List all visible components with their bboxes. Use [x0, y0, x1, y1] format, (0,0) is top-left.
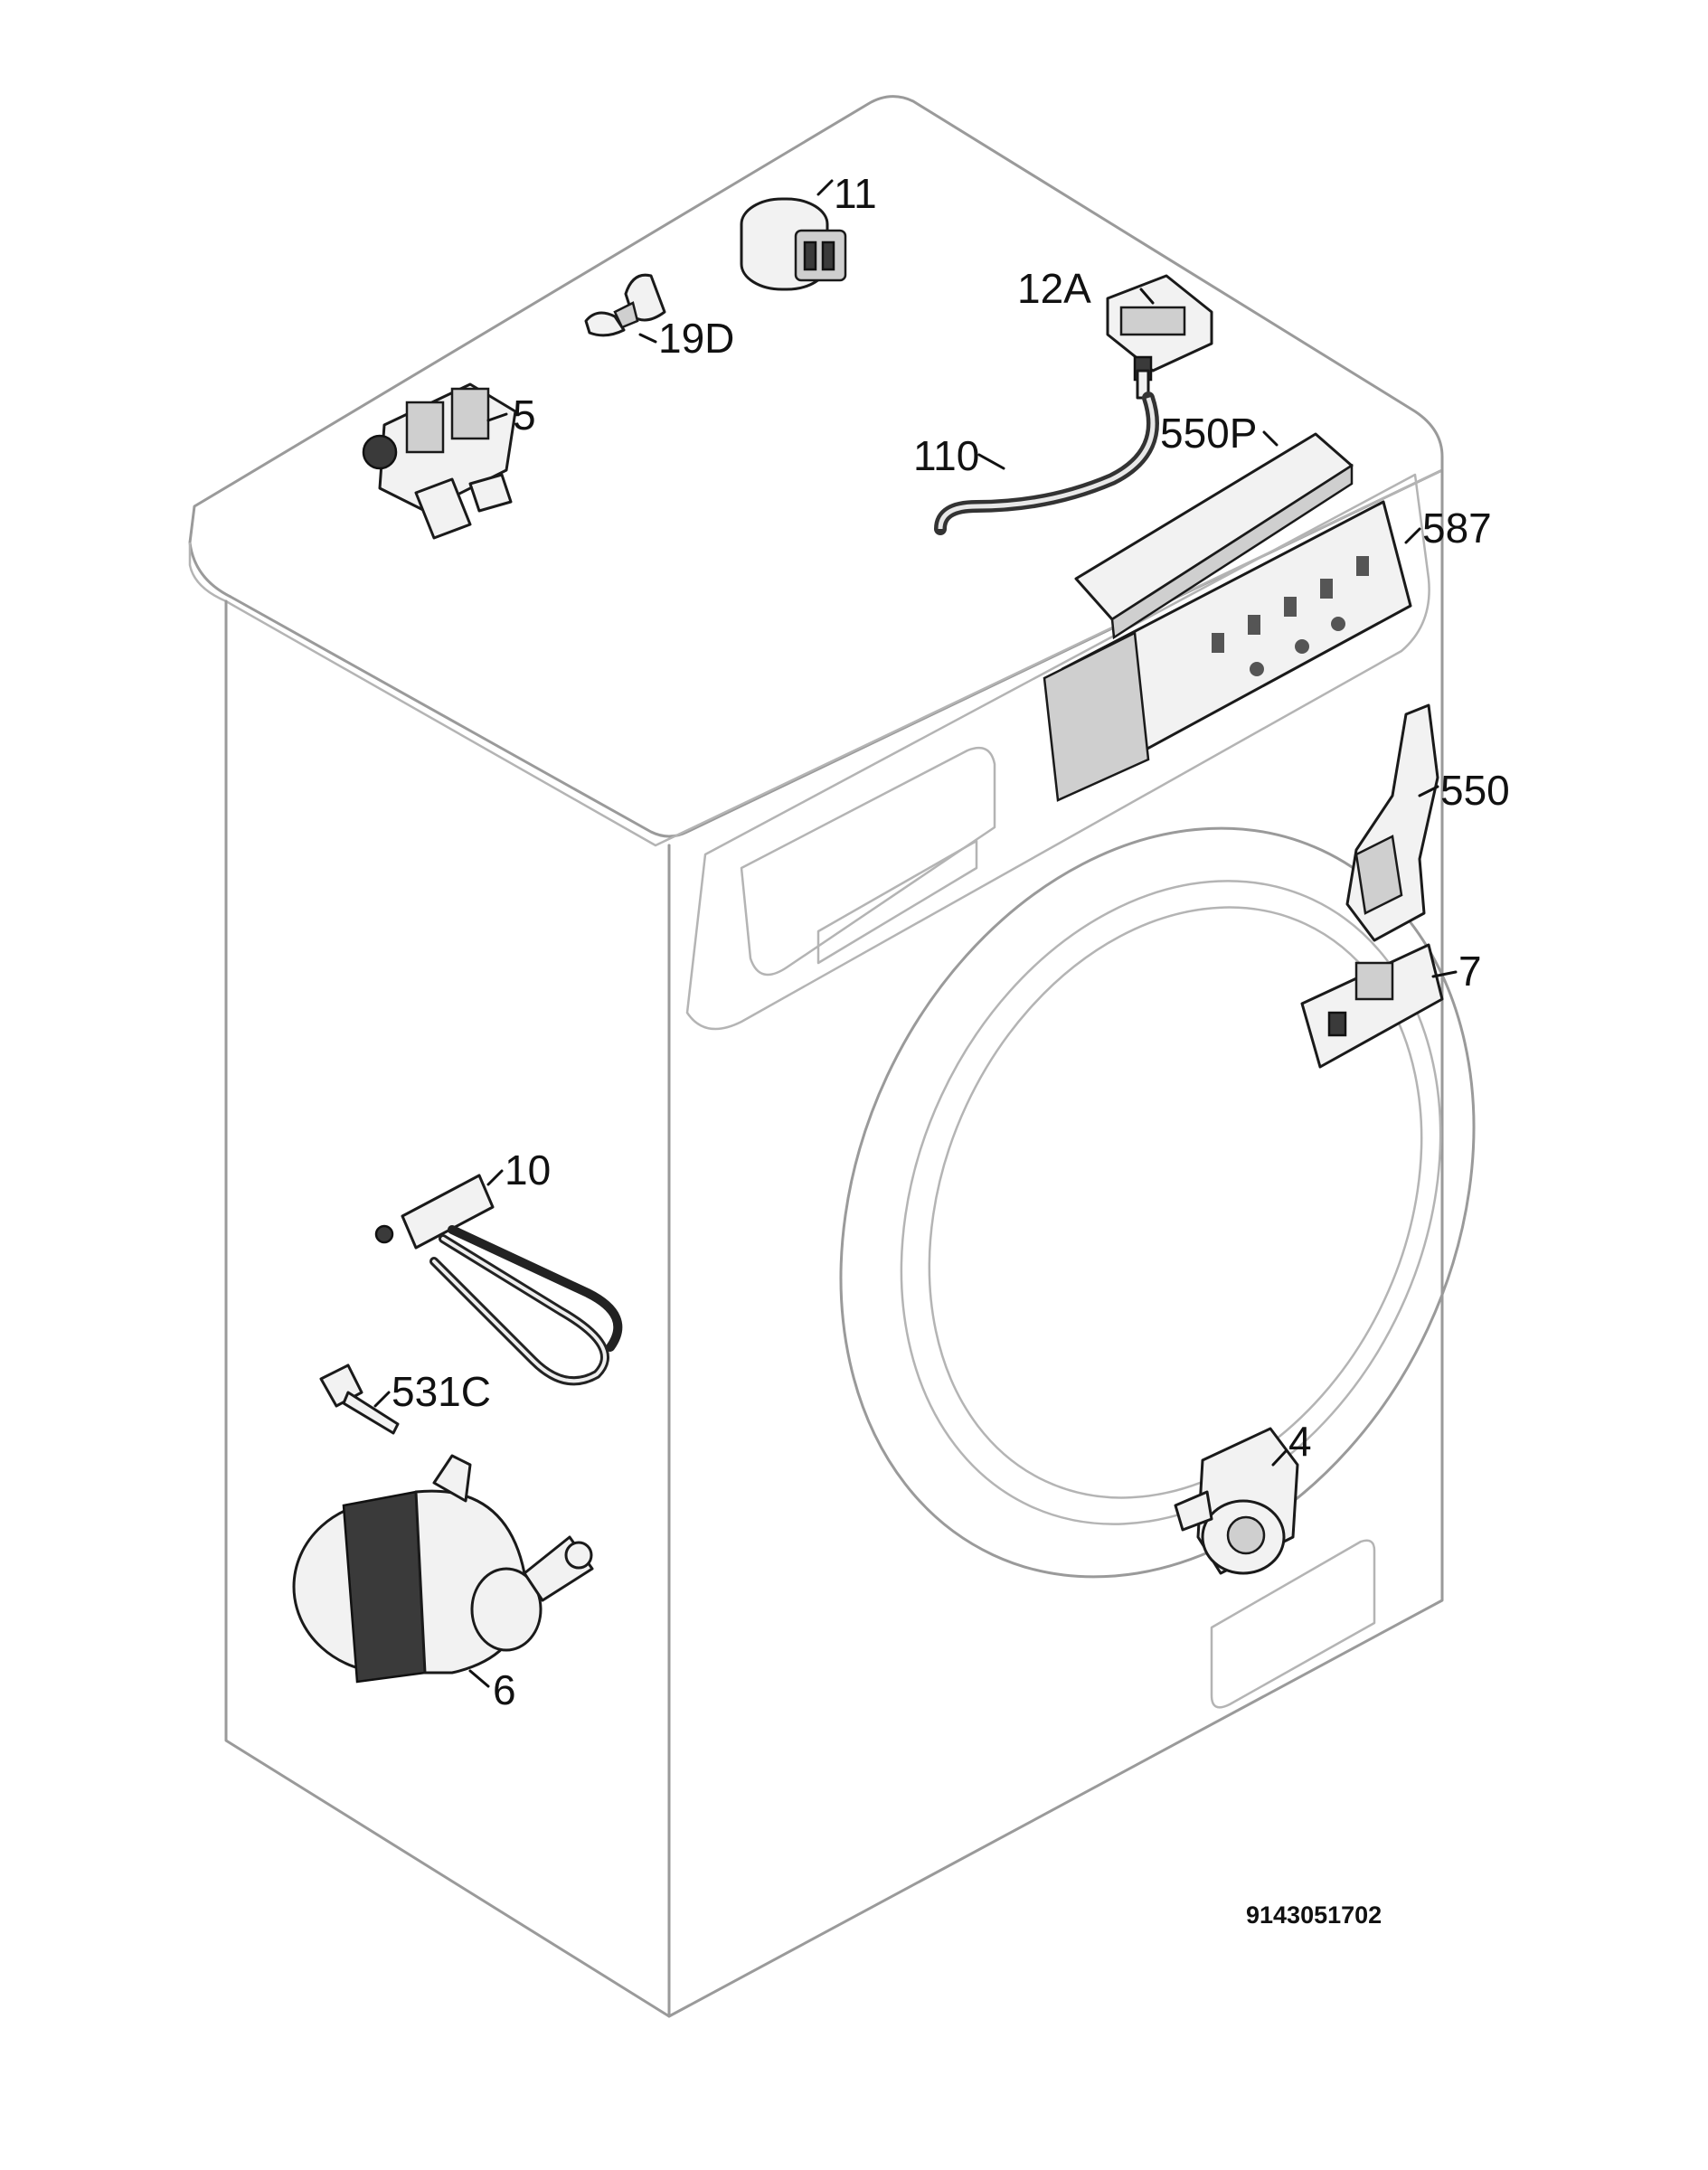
part-10-heater — [374, 1174, 623, 1386]
leader-10 — [486, 1169, 504, 1186]
callout-labels: 11 12A 19D 5 110 550P 587 550 7 10 531C … — [392, 170, 1510, 1713]
callout-6: 4 — [1288, 1418, 1312, 1465]
leader-550 — [1418, 785, 1439, 797]
detergent-drawer — [740, 746, 996, 976]
door-glass — [900, 880, 1442, 1525]
callout-19d: 19D — [658, 315, 734, 362]
callout-5: 5 — [513, 392, 536, 439]
part-550p-cover — [1074, 432, 1354, 640]
leader-6 — [1271, 1449, 1288, 1467]
callout-7: 7 — [1458, 948, 1482, 995]
leader-5 — [486, 412, 508, 422]
callout-587: 587 — [1422, 505, 1492, 552]
callout-550: 550 — [1440, 767, 1510, 814]
leader-4 — [468, 1669, 490, 1688]
part-550-bracket — [1345, 703, 1439, 942]
leader-587 — [1404, 527, 1421, 544]
leader-110 — [977, 453, 1005, 470]
part-19d-clip — [584, 273, 666, 337]
part-4-motor — [292, 1454, 594, 1684]
callout-4: 6 — [493, 1666, 516, 1713]
cabinet-top — [188, 95, 1444, 838]
cabinet-outline — [188, 95, 1476, 2018]
door-outer-ring — [839, 826, 1476, 1579]
callout-10: 10 — [505, 1146, 551, 1194]
part-110-hose-highlight — [938, 397, 1156, 530]
part-12a-pressure-switch — [1106, 274, 1213, 400]
leader-11 — [816, 179, 834, 196]
leader-12a — [1139, 288, 1155, 305]
leader-19d — [638, 333, 657, 344]
drawing-code: 9143051702 — [1246, 1901, 1382, 1929]
leader-lines — [373, 179, 1458, 1688]
part-7-door-lock — [1300, 943, 1444, 1069]
cabinet-left-side — [224, 599, 671, 2018]
cabinet-front — [667, 468, 1444, 2018]
leader-7 — [1431, 970, 1458, 978]
leader-550p — [1262, 430, 1279, 447]
module-components — [1212, 556, 1369, 676]
control-panel-strip — [685, 473, 1430, 1031]
callout-11: 11 — [834, 170, 877, 217]
part-11-suppressor — [740, 197, 847, 291]
service-hatch — [1210, 1539, 1376, 1709]
drawer-handle — [816, 839, 978, 965]
callout-531c: 531C — [392, 1368, 491, 1415]
part-531c-screw — [319, 1363, 400, 1435]
part-6-drain-pump — [1174, 1427, 1299, 1575]
callout-550p: 550P — [1160, 410, 1257, 457]
leader-531c — [373, 1391, 391, 1408]
callout-12a: 12A — [1017, 265, 1091, 312]
door-inner-ring — [928, 906, 1423, 1499]
callout-110: 110 — [913, 432, 979, 479]
part-587-module — [1043, 500, 1412, 802]
part-5-inlet-valve — [362, 382, 517, 540]
